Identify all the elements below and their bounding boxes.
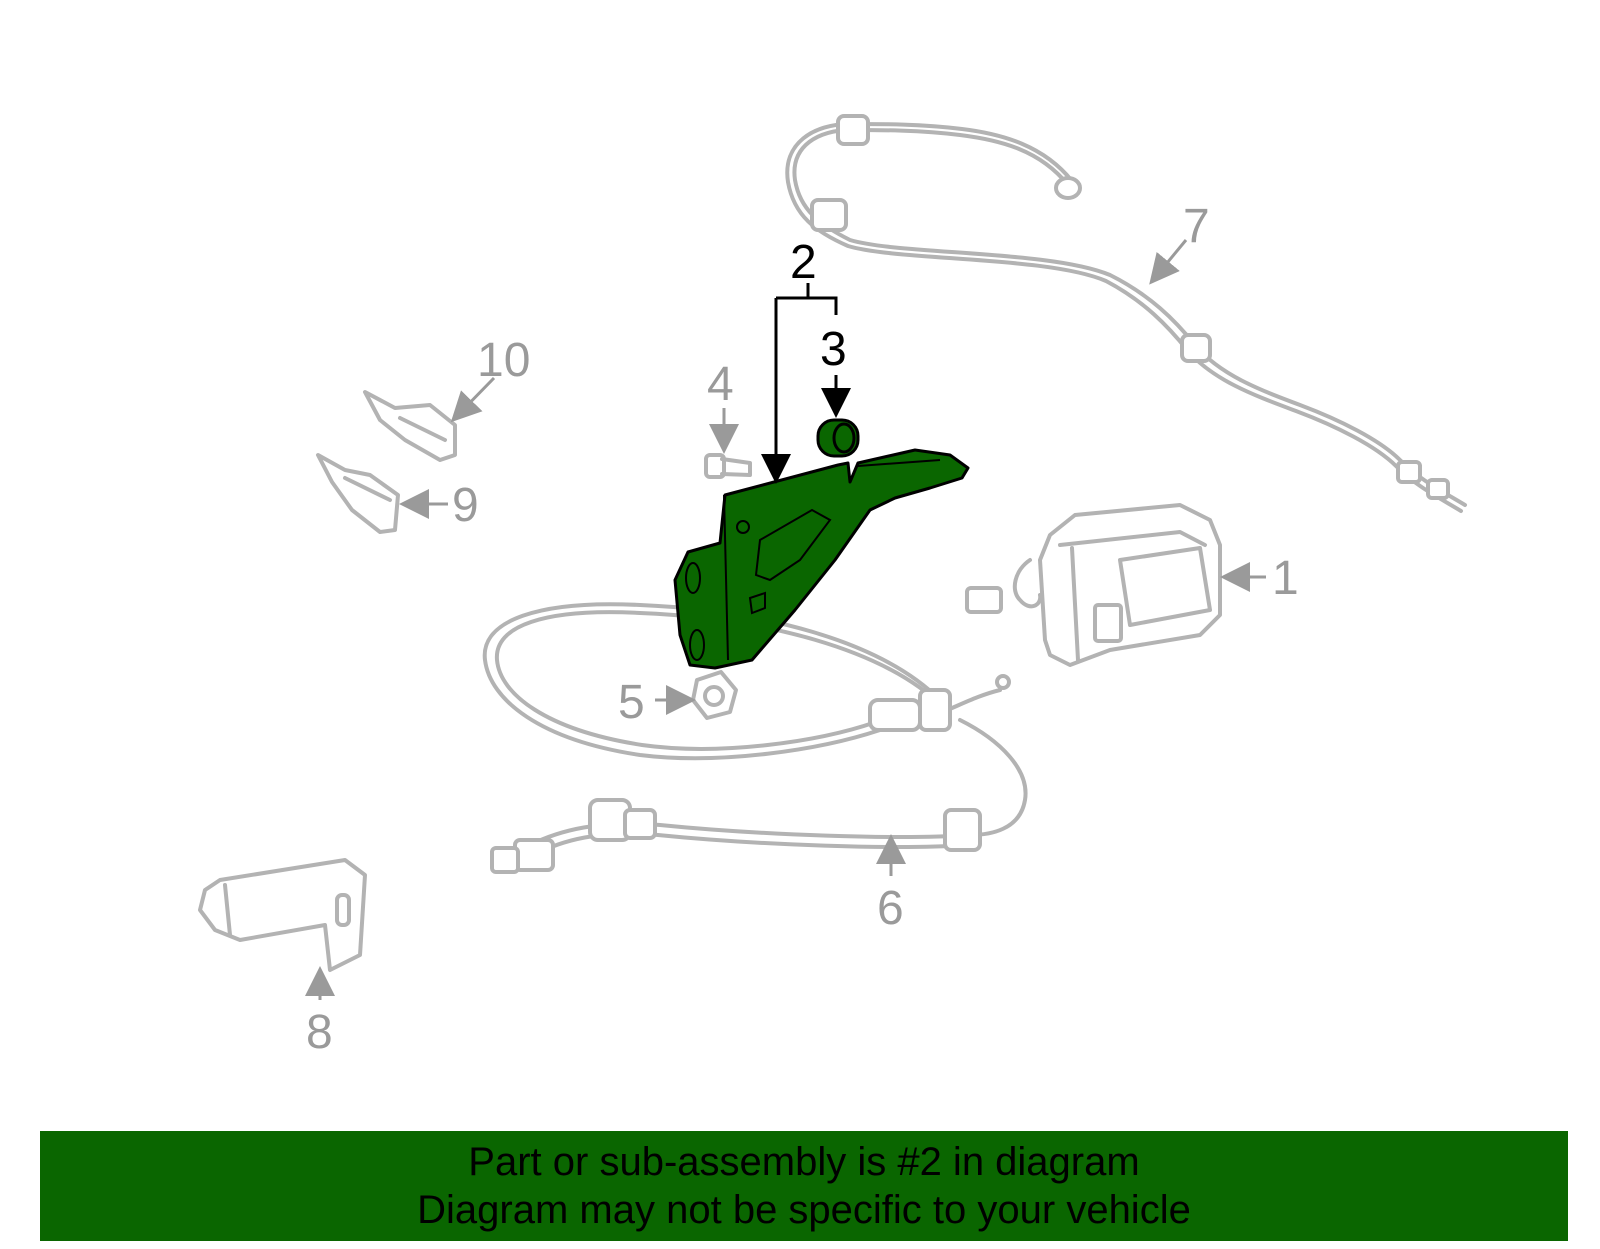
callout-9: 9 — [452, 479, 479, 532]
info-banner: Part or sub-assembly is #2 in diagram Di… — [40, 1131, 1568, 1241]
banner-line-1: Part or sub-assembly is #2 in diagram — [468, 1140, 1140, 1184]
part-10-sensor[interactable] — [363, 390, 457, 462]
callout-6: 6 — [877, 882, 904, 935]
part-7-cable[interactable] — [785, 114, 1467, 513]
callout-1: 1 — [1272, 552, 1299, 605]
part-8-bracket[interactable] — [198, 858, 367, 972]
callout-3: 3 — [820, 323, 847, 376]
part-9-sensor[interactable] — [316, 453, 400, 534]
callout-2: 2 — [790, 236, 817, 289]
part-1-module[interactable] — [965, 503, 1222, 667]
leader-lines — [305, 239, 1266, 1000]
callout-4: 4 — [707, 358, 734, 411]
callout-10: 10 — [477, 334, 530, 387]
callout-8: 8 — [306, 1006, 333, 1059]
part-5-nut[interactable] — [691, 670, 738, 720]
part-2-bracket-assembly[interactable] — [673, 448, 970, 670]
banner-line-2: Diagram may not be specific to your vehi… — [417, 1188, 1191, 1232]
part-3-grommet[interactable] — [816, 418, 860, 458]
part-4-bolt[interactable] — [704, 453, 752, 479]
part-6-cable[interactable] — [482, 602, 1028, 874]
callout-7: 7 — [1183, 200, 1210, 253]
callout-5: 5 — [618, 676, 645, 729]
